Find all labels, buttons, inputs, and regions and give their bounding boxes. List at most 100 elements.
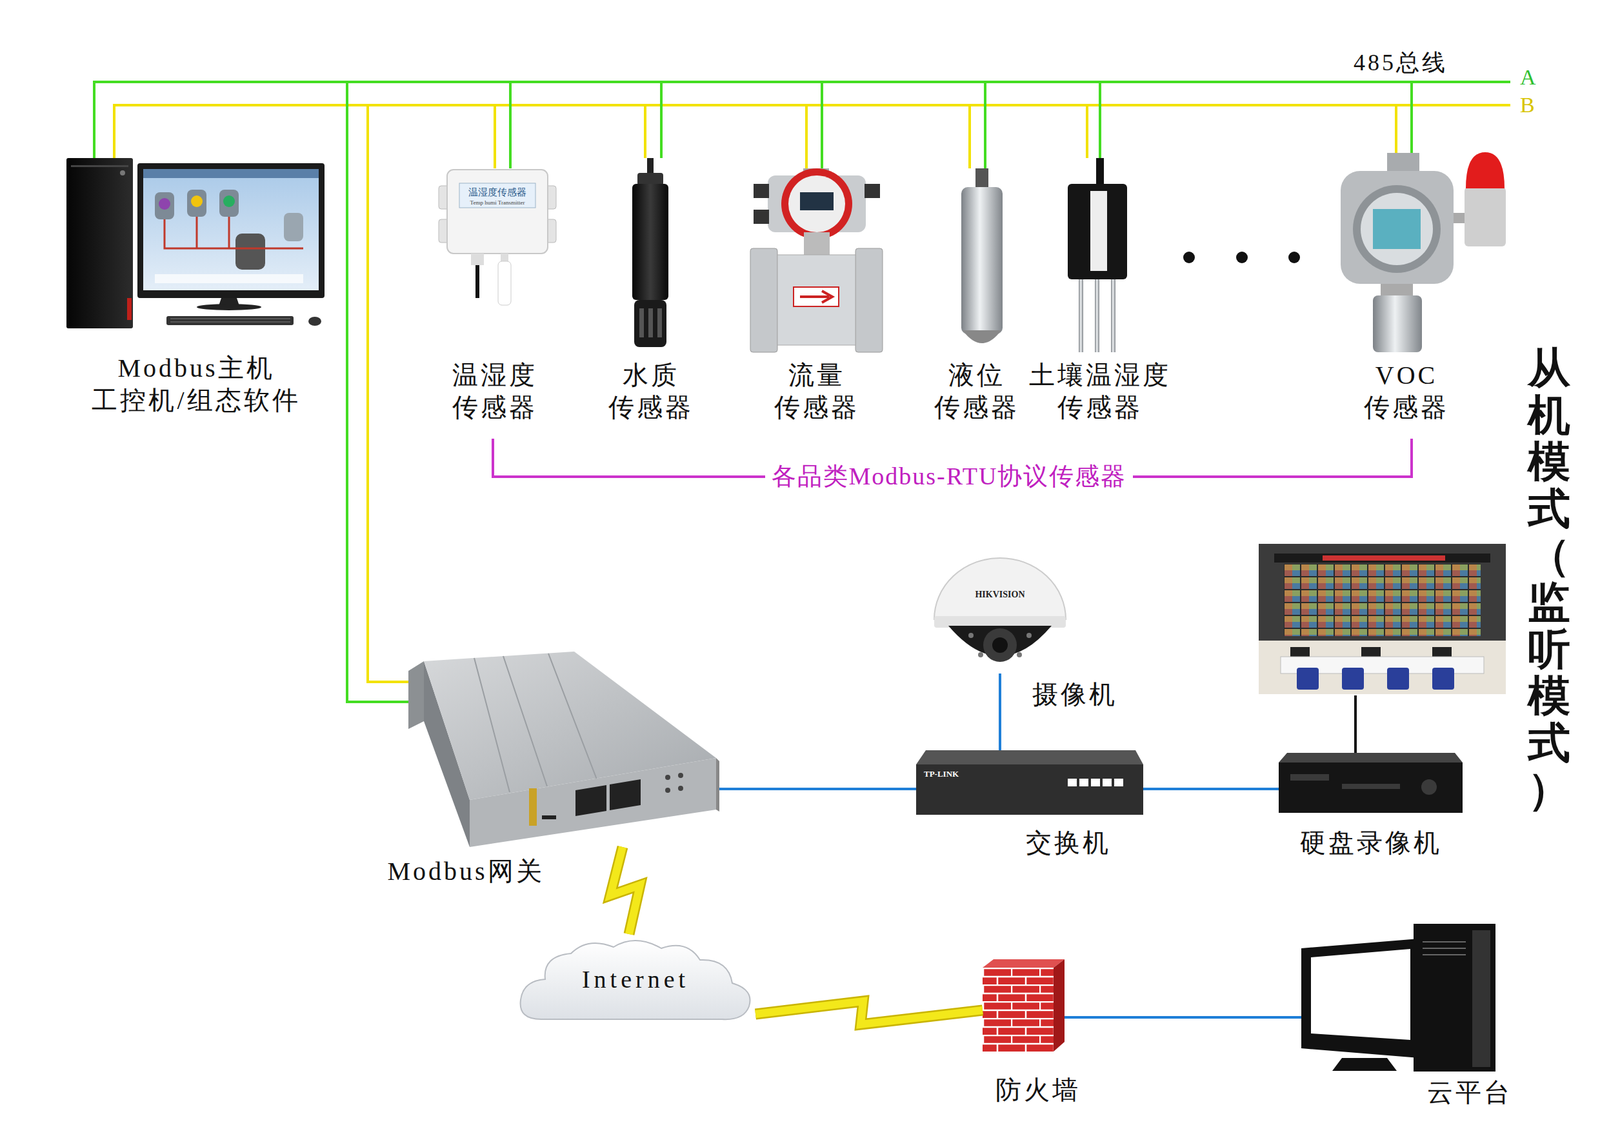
host-computer [190,195,203,208]
device-label: 硬盘录像机 [1298,827,1444,860]
device-label: 摄像机 [1030,678,1119,711]
device-label: VOC 传感器 [1362,359,1451,424]
video-line [1354,695,1357,753]
host-node: Modbus主机 工控机/组态软件 [66,158,325,329]
level-sensor [961,187,1003,335]
ellipsis-dots [1183,251,1300,264]
flow-meter [864,183,880,199]
modbus-gateway [474,653,597,793]
water-quality-sensor [634,300,667,348]
bus-wire-b [114,105,1511,682]
network-cable [998,673,1002,751]
modbus-gateway [575,785,607,817]
soil-sensor [1096,158,1104,186]
rs485-wire [94,81,822,169]
nvr-node: 硬盘录像机 [1278,752,1463,815]
switch [1079,778,1089,787]
sensor-node: 液位 传感器 [954,168,1011,353]
flow-meter [753,183,770,199]
nvr [1290,774,1330,781]
camera [983,628,1017,662]
temperature-humidity-sensor [470,253,484,266]
sensor-node: VOC 传感器 [1336,152,1509,353]
rs485-wire [94,81,986,169]
monitoring-room [1341,667,1364,690]
monitoring-room [1274,553,1491,563]
host-computer [143,169,319,291]
modbus-gateway [678,785,684,791]
network-cable [1143,787,1279,791]
cloud-platform-computer [1301,938,1420,1059]
soil-sensor [1110,279,1116,353]
voc-sensor [1352,185,1441,273]
voc-sensor [1464,187,1506,247]
bus-wire-b [114,105,1511,682]
cloud-platform-computer [1422,941,1466,955]
camera-node: 摄像机 [930,556,1069,674]
wire-name: B [1520,92,1535,119]
water-quality-sensor [657,308,662,338]
device-label: 水质 传感器 [607,359,695,424]
level-sensor [975,168,989,190]
temperature-humidity-sensor [498,261,511,306]
cloud-node: Internet [515,934,756,1026]
rs485-wire [94,81,1412,159]
device-print: 温湿度传感器 [468,186,527,199]
temperature-humidity-sensor [438,169,557,306]
gateway-node: Modbus网关 [408,651,720,848]
device-label: 云平台 [1425,1076,1514,1110]
cloud-platform-computer [1301,923,1496,1072]
host-computer [308,316,322,326]
switch [916,764,1144,815]
soil-sensor [1067,183,1128,280]
host-computer [223,195,235,208]
host-computer [170,318,291,322]
flow-meter [855,248,883,353]
host-computer [154,274,304,284]
wire-name: A [1520,64,1537,91]
monitoring-room [1361,647,1381,658]
host-computer [235,233,266,270]
device-label: 温湿度 传感器 [450,359,539,424]
host-computer [66,158,325,329]
voc-sensor [1340,170,1454,284]
modbus-gateway [665,787,671,793]
cloud-platform-computer [1332,1058,1397,1071]
monitoring-room [1322,555,1446,561]
voc-sensor [1465,152,1505,189]
rs485-wire [94,81,662,159]
firewall [982,967,1054,1052]
modbus-gateway [541,815,557,820]
modbus-gateway [678,772,684,779]
nvr [1278,752,1463,813]
flow-meter [750,248,778,353]
ellipsis-dots [1236,251,1248,264]
switch-node: 交换机 [916,750,1144,817]
flow-meter [788,175,846,233]
firewall [982,959,1065,1052]
soil-sensor [1090,190,1108,271]
firewall [982,959,1065,968]
voc-sensor [1387,152,1420,173]
nvr [1341,783,1400,790]
host-computer [283,212,304,242]
flow-meter [781,168,853,240]
rs485-wire [94,81,511,169]
soil-sensor [1078,279,1084,353]
monitoring-room [1432,667,1455,690]
camera [1026,632,1032,639]
flow-meter [777,254,856,346]
monitoring-room [1432,647,1452,658]
voc-sensor [1372,295,1422,353]
brand-mark: HIKVISION [974,589,1025,601]
side-title: 从机模式（监听模式） [1527,345,1571,814]
flow-meter [750,168,883,353]
wireless-link [610,847,640,935]
host-computer [187,189,207,217]
nvr [1278,762,1463,813]
device-print: Temp humi Transmitter [470,199,526,207]
sensor-node: 流量 传感器 [750,168,883,353]
